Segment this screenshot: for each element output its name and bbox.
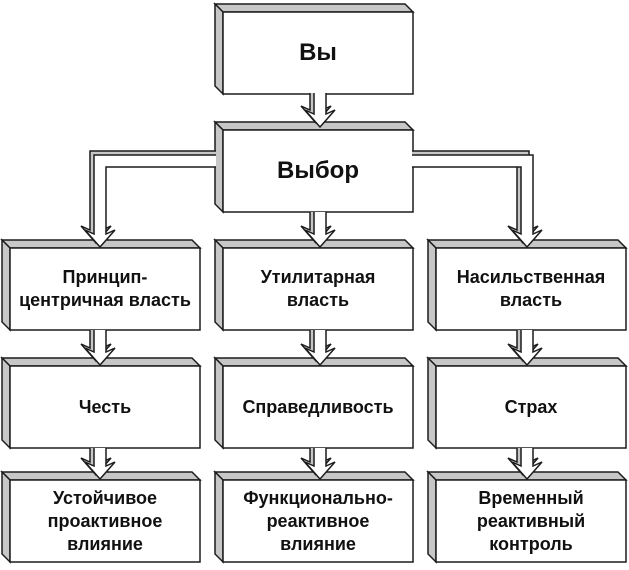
- node-label-coercive-power: Насильственная власть: [456, 267, 606, 310]
- node-label-choice: Выбор: [277, 157, 359, 184]
- arrow-choice-coercive: [412, 150, 543, 249]
- arrow-utilitarian-justice: [300, 330, 336, 367]
- arrow-fear-temporary: [507, 448, 543, 481]
- arrow-principle-honor: [80, 330, 116, 367]
- node-label-justice: Справедливость: [242, 396, 394, 417]
- node-label-utilitarian-power: Утилитарная власть: [260, 267, 376, 310]
- arrow-honor-proactive: [80, 448, 116, 481]
- node-label-functional-influence: Функционально- реактивное влияние: [243, 487, 393, 554]
- node-label-proactive-influence: Устойчивое проактивное влияние: [47, 487, 163, 554]
- arrow-coercive-fear: [507, 330, 543, 367]
- node-label-temporary-control: Временный реактивный контроль: [476, 487, 586, 554]
- arrow-choice-principle: [80, 150, 216, 249]
- node-label-principle-power: Принцип- центричная власть: [19, 267, 191, 310]
- arrow-justice-functional: [300, 448, 336, 481]
- node-label-fear: Страх: [504, 396, 558, 417]
- node-label-you: Вы: [299, 39, 337, 66]
- arrow-choice-utilitarian: [300, 212, 336, 249]
- arrow-you-choice: [300, 93, 336, 129]
- node-label-honor: Честь: [78, 396, 132, 417]
